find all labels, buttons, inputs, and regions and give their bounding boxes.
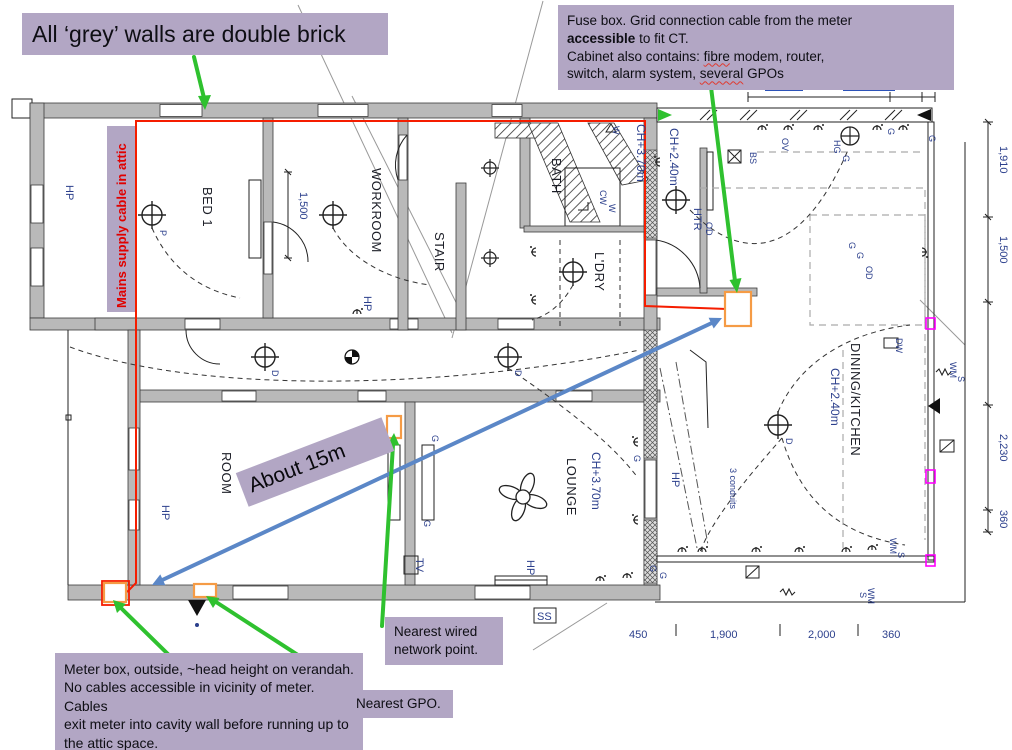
lounge-ceiling-height: CH+3.70m <box>589 452 603 510</box>
network-note-line1: Nearest wired <box>394 624 478 639</box>
svg-text:G: G <box>658 572 668 579</box>
dim-bottom-2: 2,000 <box>808 629 836 641</box>
smoke-detector-symbol <box>344 349 360 365</box>
w-label-ldry: W <box>607 204 617 213</box>
network-point-note: Nearest wired network point. <box>385 617 503 665</box>
entry-ceiling-height: CH+2.40m <box>667 128 681 186</box>
grey-walls-note: All ‘grey’ walls are double brick <box>22 13 388 56</box>
meter-box-marker <box>102 581 128 604</box>
svg-text:S: S <box>858 592 868 598</box>
fuse-note-line2: accessible to fit CT. <box>567 30 689 46</box>
svg-text:S: S <box>896 552 906 558</box>
dimension-annotations: 1,500 1,910 1,500 2,230 360 450 1,900 2,… <box>284 85 1009 641</box>
meter-note-line1: Meter box, outside, ~head height on vera… <box>64 661 354 677</box>
dim-right-1: 1,500 <box>997 236 1009 264</box>
svg-text:G: G <box>648 565 658 572</box>
meter-box-note: Meter box, outside, ~head height on vera… <box>55 653 363 750</box>
meter-note-line3: exit meter into cavity wall before runni… <box>64 716 349 733</box>
room-bed1: BED 1 <box>200 187 215 227</box>
room-lounge: LOUNGE <box>564 458 579 516</box>
meter-note-line4: the attic space. <box>64 734 159 750</box>
fuse-note-line3: Cabinet also contains: fibre modem, rout… <box>567 48 825 64</box>
room-bath: BATH <box>549 158 564 194</box>
svg-text:G: G <box>632 455 642 462</box>
meter-note-line2: No cables accessible in vicinity of mete… <box>64 679 315 714</box>
hp-label-workroom: HP <box>361 296 373 311</box>
svg-text:P: P <box>158 230 168 236</box>
svg-text:S: S <box>956 376 966 382</box>
hg-label: HG <box>832 140 842 154</box>
room-labels: BED 1 WORKROOM STAIR BATH L'DRY ROOM LOU… <box>200 124 863 516</box>
hp-label-kitchen: HP <box>669 472 681 487</box>
fuse-box-marker <box>723 290 753 328</box>
fuse-note-line4: switch, alarm system, several GPOs <box>567 66 784 82</box>
wiring-arcs <box>69 149 911 553</box>
bs-label: BS <box>748 152 758 164</box>
od-label-entry: OD <box>704 222 714 236</box>
hall-ceiling-height: CH+3.70m <box>634 124 648 182</box>
tv-label: TV <box>413 558 425 573</box>
conduits-label: 3 conduits <box>728 468 738 510</box>
svg-text:WM: WM <box>948 362 958 378</box>
nearest-gpo-note: Nearest GPO. <box>347 690 453 718</box>
dw-label: DW <box>894 338 904 353</box>
svg-text:G: G <box>927 135 937 142</box>
w-label-bath: W <box>611 126 621 135</box>
ov-label: OV <box>780 138 790 151</box>
ceiling-fan-symbol <box>498 472 548 522</box>
svg-text:WM: WM <box>866 588 876 604</box>
fuse-box-note: Fuse box. Grid connection cable from the… <box>558 5 954 91</box>
room-dining: DINING/KITCHEN <box>848 343 863 456</box>
svg-text:WM: WM <box>888 538 898 554</box>
nearest-gpo-note-text: Nearest GPO. <box>356 696 441 711</box>
kitchen-extension <box>655 107 966 603</box>
svg-text:G: G <box>841 155 851 162</box>
ss-label: SS <box>537 611 552 623</box>
mains-label-text: Mains supply cable in attic <box>114 143 129 308</box>
grey-walls-note-text: All ‘grey’ walls are double brick <box>32 21 346 47</box>
cw-label: CW <box>598 190 608 205</box>
svg-text:G: G <box>422 520 432 527</box>
bathroom-details <box>494 122 649 330</box>
svg-text:G: G <box>847 242 857 249</box>
room-room: ROOM <box>219 452 234 494</box>
dim-right-3: 360 <box>997 510 1009 528</box>
dim-bottom-1: 1,900 <box>710 629 738 641</box>
device-labels: HP HP HP HP HP OV HG G G G G G OD DW G G… <box>63 126 966 623</box>
dim-bottom-3: 360 <box>882 629 900 641</box>
svg-text:G: G <box>855 252 865 259</box>
gpo-marker <box>192 582 218 599</box>
magenta-markers <box>925 317 936 567</box>
section-reference-lines <box>297 0 966 651</box>
room-stair: STAIR <box>432 232 447 272</box>
svg-text:G: G <box>886 128 896 135</box>
hp-label-lounge: HP <box>524 560 536 575</box>
fuse-note-line1: Fuse box. Grid connection cable from the… <box>567 13 853 28</box>
network-note-line2: network point. <box>394 641 479 657</box>
dim-right-2: 2,230 <box>997 434 1009 462</box>
door-arcs <box>185 134 701 365</box>
od-label-kitchen: OD <box>864 266 874 280</box>
svg-text:D: D <box>270 370 280 377</box>
svg-text:G: G <box>430 435 440 442</box>
room-ldry: L'DRY <box>592 252 607 291</box>
htr-label: HTR <box>691 208 703 231</box>
room-workroom: WORKROOM <box>369 168 384 253</box>
dim-right-0: 1,910 <box>997 146 1009 174</box>
distance-arrow <box>152 317 722 586</box>
dining-ceiling-height: CH+2.40m <box>828 368 842 426</box>
mains-label: Mains supply cable in attic <box>107 126 135 312</box>
hp-label-room: HP <box>159 505 171 520</box>
dim-bottom-0: 450 <box>629 629 647 641</box>
dim-bed1: 1,500 <box>297 192 309 220</box>
electrical-symbols <box>137 123 955 627</box>
hp-label-west: HP <box>63 185 75 200</box>
svg-text:D: D <box>513 370 523 377</box>
exhaust-fan-symbol <box>840 126 860 146</box>
svg-text:D: D <box>784 438 794 445</box>
